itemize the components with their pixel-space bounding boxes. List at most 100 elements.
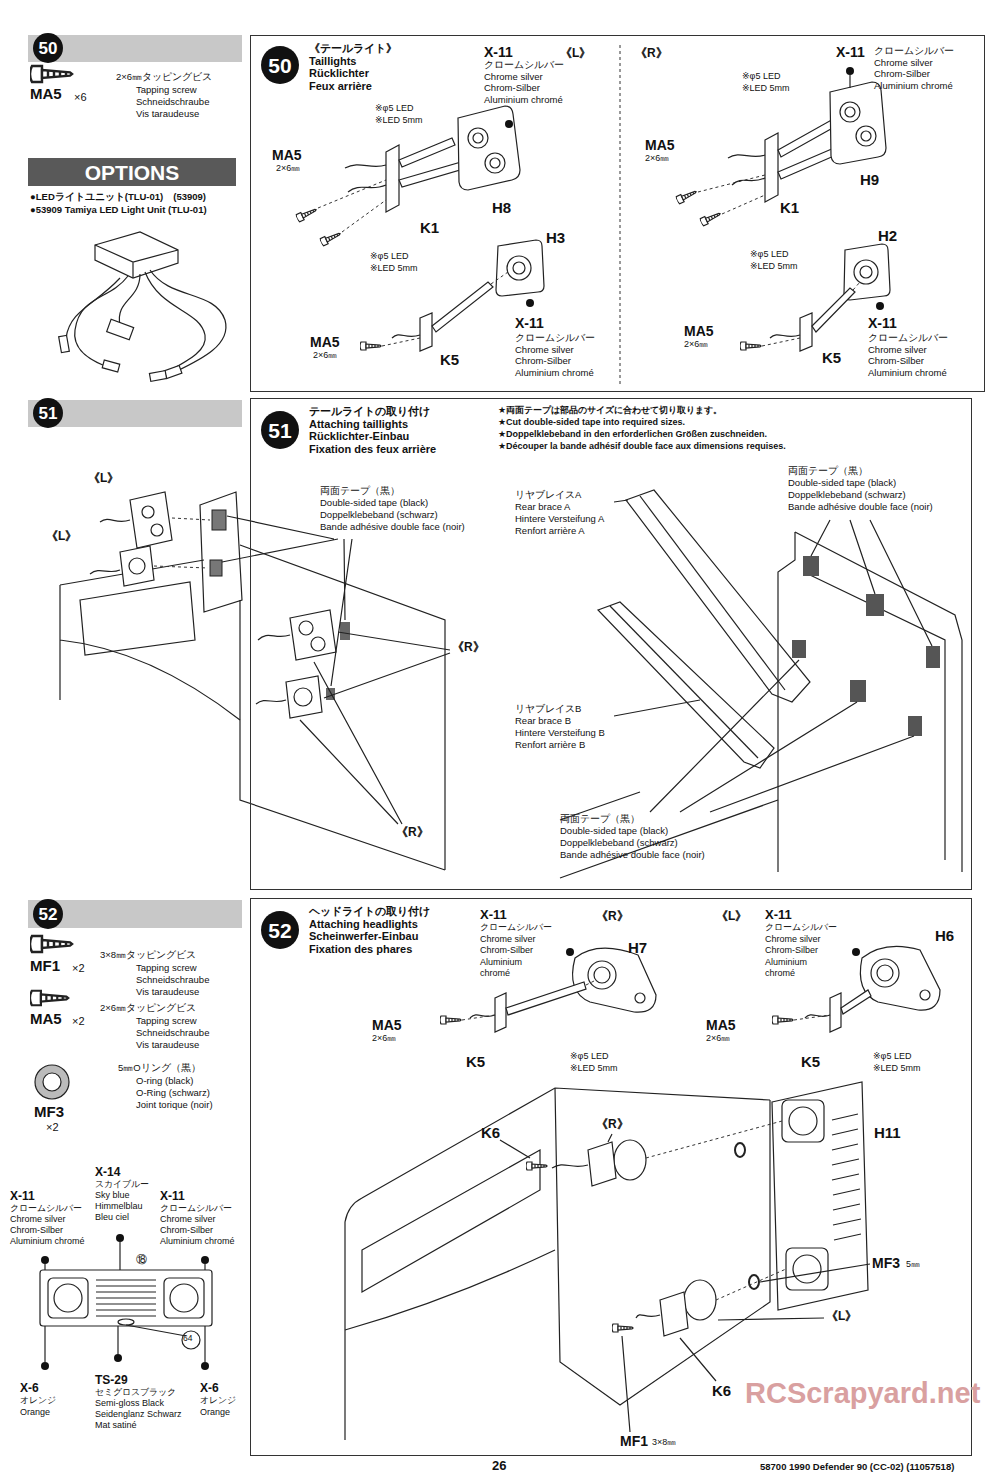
taillight-parts-left — [386, 145, 399, 212]
step-number: 50 — [261, 46, 299, 84]
step-number-text: 50 — [268, 55, 291, 76]
callout-label: Bande adhésive double face (noir) — [560, 850, 705, 860]
callout-label: ※LED 5mm — [370, 264, 418, 274]
led-unit — [59, 335, 70, 352]
callout-label: 64 — [183, 1334, 192, 1343]
part-code: MF1 — [620, 1434, 648, 1449]
rear-brace — [598, 602, 774, 768]
callout-label: ※φ5 LED — [873, 1052, 911, 1062]
taillight-parts-right — [675, 188, 697, 204]
callout-label: Orange — [20, 1408, 50, 1418]
callout-label: Bande adhésive double face (noir) — [320, 522, 465, 532]
grille-paint-guide — [117, 1326, 118, 1354]
step-band — [28, 900, 242, 928]
headlight-parts — [877, 965, 893, 981]
callout-label: クロームシルバー — [480, 923, 552, 933]
part-code: H7 — [628, 940, 647, 957]
headlight-parts — [462, 1015, 495, 1020]
headlight-parts — [588, 961, 616, 989]
taillight-parts-left — [399, 138, 455, 167]
taillight-parts-left — [432, 282, 493, 332]
callout-label: ※LED 5mm — [873, 1064, 921, 1074]
part-code: K5 — [801, 1054, 820, 1071]
part-code: 《L》 — [716, 910, 747, 923]
callout-label: Tapping screw — [136, 1016, 197, 1026]
taillight-parts-left — [473, 133, 483, 143]
callout-label: 2×6㎜ — [645, 154, 669, 164]
part-code: 《R》 — [635, 47, 668, 60]
callout-label: リヤブレイスB — [515, 704, 581, 714]
led-unit — [149, 371, 166, 382]
taillight-parts-right — [800, 313, 812, 351]
step-title: Feux arrière — [309, 80, 372, 92]
led-unit — [66, 278, 120, 338]
callout-label: Vis taraudeuse — [136, 109, 199, 119]
callout-label: Chrome silver — [765, 935, 821, 945]
part-code: MA5 — [372, 1018, 402, 1033]
body-front — [772, 1082, 868, 1310]
body-rear-right — [792, 640, 806, 658]
callout-label: 両面テープ（黒） — [788, 466, 868, 476]
body-front — [749, 1275, 759, 1289]
part-code: X-11 — [836, 45, 865, 60]
body-rear-left — [212, 510, 226, 530]
led-unit — [107, 319, 134, 339]
callout-label: Mat satiné — [95, 1421, 137, 1431]
screw-icon — [30, 66, 72, 82]
callout-label: Aluminium chromé — [515, 368, 594, 378]
callout-label: Semi-gloss Black — [95, 1399, 164, 1409]
callout-label: ※φ5 LED — [570, 1052, 608, 1062]
grille-paint-guide — [41, 1256, 49, 1264]
callout-label: Schneidschraube — [136, 1028, 209, 1038]
callout-label: Aluminium — [765, 958, 807, 968]
body-rear-right — [908, 716, 922, 736]
body-rear-left — [340, 622, 350, 640]
part-code: X-11 — [484, 45, 513, 60]
led-unit — [95, 232, 178, 278]
part-code: 《R》 — [452, 641, 485, 654]
callout-label: ※φ5 LED — [370, 252, 408, 262]
headlight-parts — [586, 980, 596, 985]
body-rear-left — [154, 518, 210, 568]
grille-paint-guide — [204, 1326, 205, 1362]
part-code: 《L》 — [560, 47, 591, 60]
callout-label: Renfort arrière A — [515, 526, 585, 536]
part-code: 《R》 — [596, 910, 629, 923]
callout-label: Aluminium — [480, 958, 522, 968]
headlight-parts — [852, 948, 860, 956]
headlight-parts — [594, 967, 610, 983]
part-code: K6 — [712, 1383, 731, 1400]
callout-label: Chrom-Silber — [160, 1226, 213, 1236]
body-rear-right — [778, 532, 795, 872]
part-code: MF1 — [30, 958, 60, 975]
callout-label: Seidenglanz Schwarz — [95, 1410, 182, 1420]
step-number: 52 — [33, 899, 63, 929]
divider — [620, 45, 621, 384]
callout-label: ※LED 5mm — [375, 116, 423, 126]
part-code: MA5 — [30, 1011, 62, 1028]
part-code: 58700 1990 Defender 90 (CC-02) (11057518… — [760, 1462, 954, 1472]
callout-label: ×2 — [46, 1121, 59, 1133]
part-code: 《L》 — [88, 472, 119, 485]
part-code: X-6 — [20, 1382, 39, 1395]
body-rear-right — [795, 532, 962, 872]
part-code: H3 — [546, 230, 565, 247]
body-front — [832, 1114, 861, 1240]
grille-paint-guide — [204, 1264, 205, 1270]
step-title: Taillights — [309, 55, 356, 67]
body-front — [588, 1142, 616, 1186]
body-front — [362, 1150, 540, 1292]
body-rear-left — [90, 570, 120, 574]
callout-label: 2×6㎜ — [684, 340, 708, 350]
headlight-parts — [830, 993, 841, 1032]
callout-label: Chrome silver — [160, 1215, 216, 1225]
step-number-text: 52 — [39, 906, 58, 923]
callout-label: Doppelklebeband (schwarz) — [560, 838, 678, 848]
taillight-parts-right — [876, 302, 884, 310]
taillight-parts-left — [345, 165, 386, 192]
callout-label: 両面テープ（黒） — [560, 814, 640, 824]
body-rear-left — [290, 610, 336, 660]
part-code: X-6 — [200, 1382, 219, 1395]
body-front — [612, 1324, 633, 1332]
